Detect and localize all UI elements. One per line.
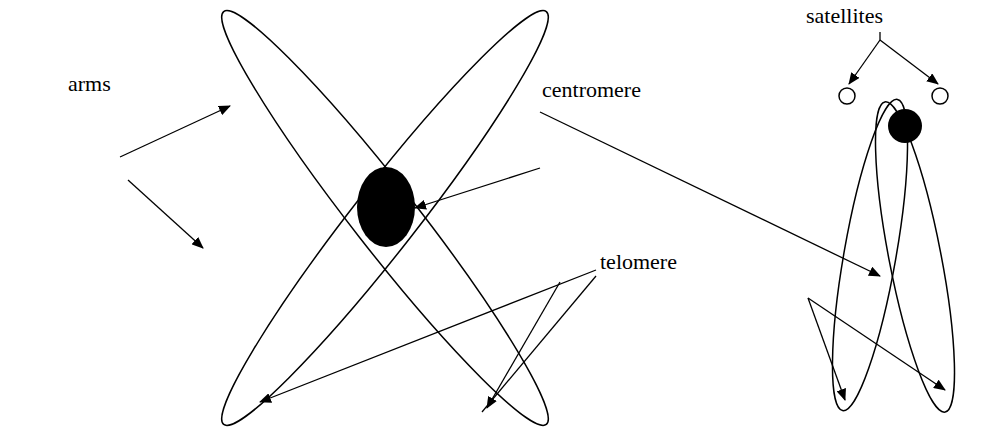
metacentric-chromosome [198,0,571,442]
centromere-dot [888,109,922,143]
part-label: satellites [806,4,883,28]
leader-lines [120,32,945,412]
part-label: telomere [600,250,677,274]
part-label: centromere [542,78,641,102]
centromere-dot [357,167,415,247]
part-label: arms [68,72,111,96]
satellite-chromosome [817,88,971,417]
